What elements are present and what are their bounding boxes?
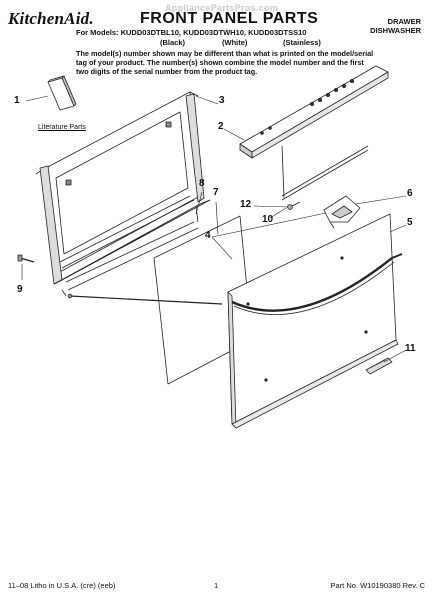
door-handle — [231, 253, 403, 316]
page-title: FRONT PANEL PARTS — [140, 10, 319, 27]
cable-rod — [281, 145, 369, 201]
product-type-line1: DRAWER — [387, 17, 421, 26]
callout-5: 5 — [407, 217, 413, 228]
model-list: For Models: KUDD03DTBL10, KUDD03DTWH10, … — [76, 28, 307, 37]
callout-3: 3 — [219, 95, 225, 106]
outer-door-panel — [227, 213, 399, 429]
callout-7: 7 — [213, 187, 219, 198]
callout-9: 9 — [17, 284, 23, 295]
callout-2: 2 — [218, 121, 224, 132]
product-type-line2: DISHWASHER — [370, 25, 421, 35]
control-panel-bar — [239, 65, 389, 159]
callout-8: 8 — [199, 178, 205, 189]
product-type: DRAWER DISHWASHER — [341, 17, 421, 35]
callout-6: 6 — [407, 188, 413, 199]
handle-bracket-right — [323, 195, 361, 229]
literature-parts-label: Literature Parts — [38, 124, 86, 131]
footer-part-number: Part No. W10190380 Rev. C — [330, 581, 426, 590]
model-note: The model(s) number shown may be differe… — [76, 49, 374, 76]
footer-print-info: 11–08 Litho in U.S.A. (cre) (eeb) — [8, 581, 116, 590]
callout-1: 1 — [14, 95, 20, 106]
screw-left — [17, 254, 35, 263]
finish-stainless: (Stainless) — [283, 38, 321, 47]
inner-door-panel — [35, 91, 211, 285]
finish-black: (Black) — [160, 38, 186, 47]
watermark: AppliancePartsPros.com — [165, 3, 279, 13]
callout-4: 4 — [205, 230, 211, 241]
bottom-rod — [67, 293, 223, 305]
screw-small — [287, 201, 301, 210]
finish-white: (White) — [222, 38, 248, 47]
callout-12: 12 — [240, 199, 252, 210]
callout-11: 11 — [405, 343, 416, 354]
gasket-strip — [61, 205, 199, 297]
brand-logo: KitchenAid. — [8, 9, 94, 28]
footer-page-number: 1 — [214, 581, 219, 590]
literature-booklet — [47, 75, 77, 111]
callout-10: 10 — [262, 214, 274, 225]
brand-badge — [365, 357, 393, 375]
